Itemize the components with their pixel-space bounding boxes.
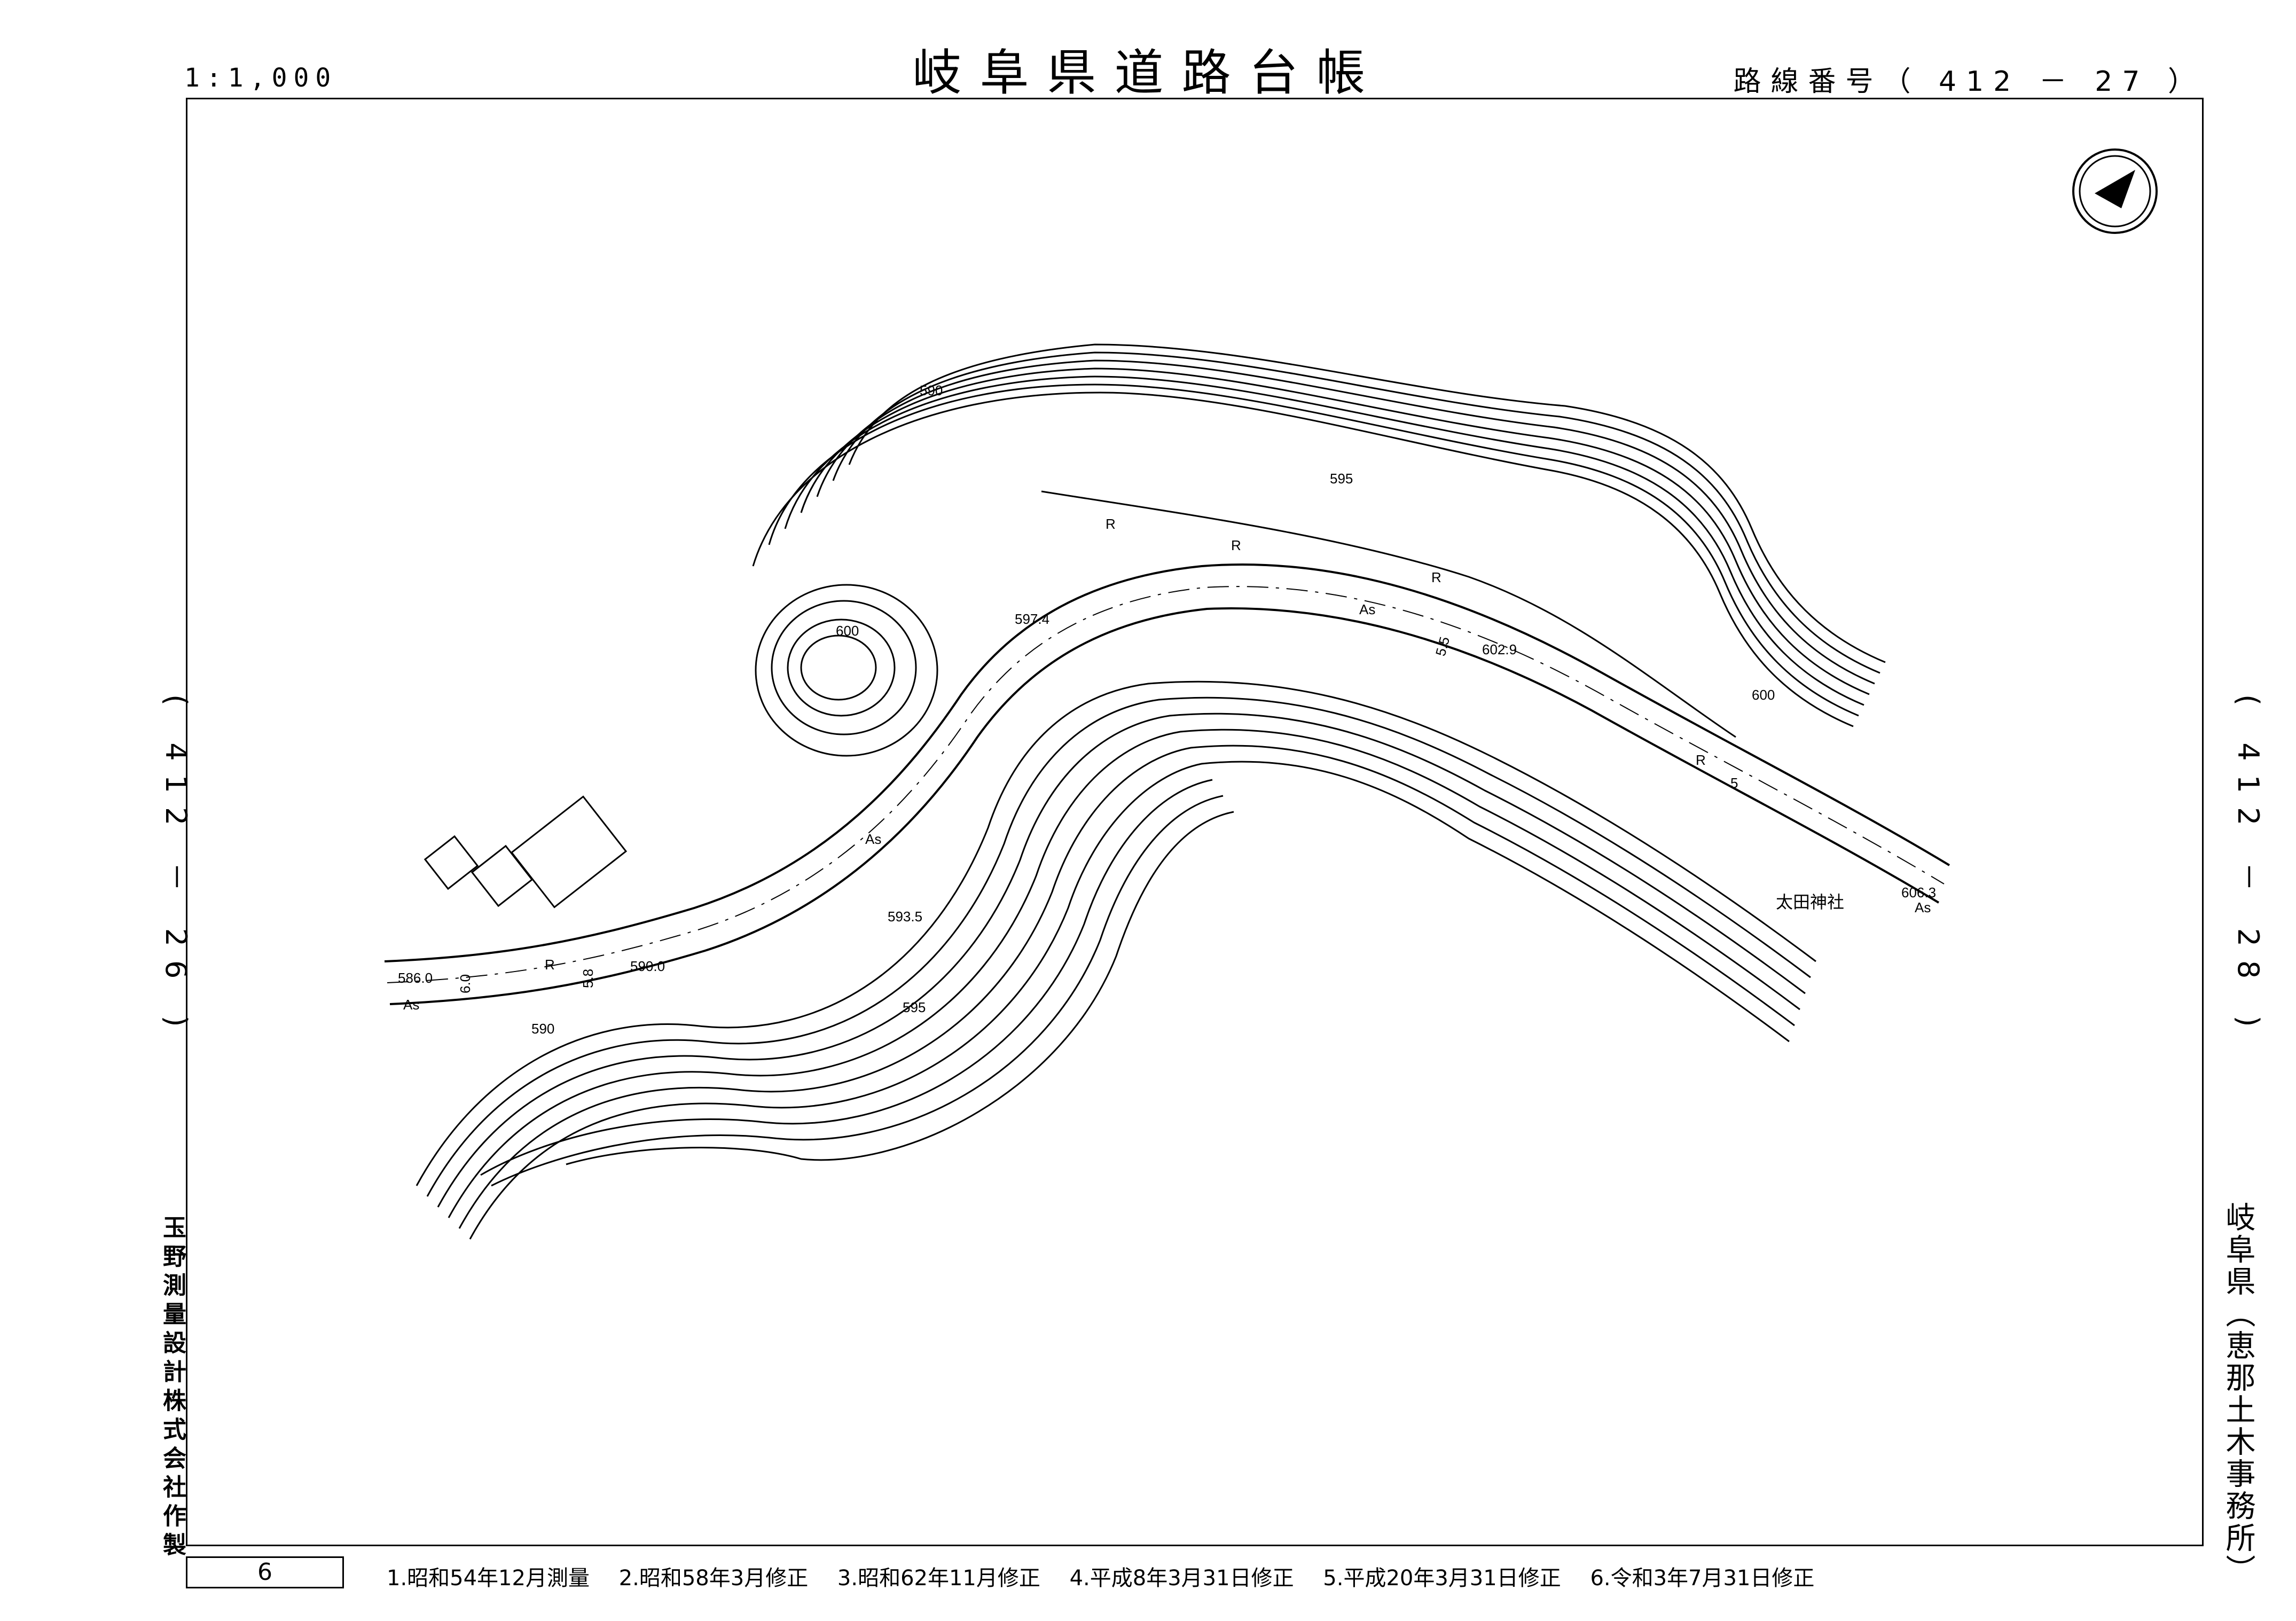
- page-title: 岐阜県道路台帳: [912, 44, 1384, 101]
- route-number: 路線番号（ 412 － 27 ）: [1733, 66, 2205, 98]
- width-label: 5: [1730, 775, 1738, 791]
- surface-label: As: [865, 831, 881, 847]
- adjacent-route-left: ( 412 － 26 ): [159, 694, 193, 1041]
- shrine-label: 太田神社: [1776, 892, 1844, 912]
- north-arrow-icon: [2072, 148, 2158, 234]
- surface-label: As: [1359, 601, 1375, 617]
- maker-label: 玉野測量設計株式会社作製: [159, 1215, 186, 1561]
- sheet-number: 6: [186, 1556, 344, 1588]
- buildings: [424, 795, 628, 909]
- history-item: 2.昭和58年3月修正: [618, 1566, 809, 1591]
- width-label: 5.8: [580, 969, 596, 988]
- revision-history: 1.昭和54年12月測量 2.昭和58年3月修正 3.昭和62年11月修正 4.…: [387, 1561, 1837, 1592]
- history-item: 6.令和3年7月31日修正: [1590, 1566, 1815, 1591]
- map-frame: [186, 98, 2204, 1546]
- elevation-label: 586.0: [398, 970, 433, 986]
- contour-lines: [416, 343, 1886, 1240]
- elevation-label: 602.9: [1482, 641, 1517, 657]
- width-label: 6.0: [457, 974, 473, 993]
- curb-label: R: [1696, 752, 1706, 768]
- scale-label: 1:1,000: [184, 63, 338, 93]
- contour-label: 590: [531, 1021, 554, 1037]
- contour-label: 600: [1752, 687, 1775, 703]
- curb-label: R: [1431, 569, 1441, 585]
- surface-label: As: [403, 997, 419, 1013]
- adjacent-route-right: ( 412 － 28 ): [2231, 694, 2265, 1041]
- history-item: 3.昭和62年11月修正: [837, 1566, 1040, 1591]
- elevation-label: 590.0: [630, 958, 665, 974]
- contour-label: 590: [920, 382, 943, 398]
- road-lines: [384, 490, 1950, 1005]
- curb-label: R: [1231, 537, 1241, 553]
- elevation-label: 593.5: [888, 909, 922, 925]
- surface-label: As: [1915, 899, 1931, 915]
- contour-label: 600: [836, 623, 859, 639]
- elevation-label: 597.4: [1015, 611, 1049, 627]
- office-label: 岐阜県（恵那土木事務所）: [2221, 1202, 2255, 1586]
- curb-label: R: [545, 957, 555, 973]
- history-item: 1.昭和54年12月測量: [387, 1566, 590, 1591]
- curb-label: R: [1106, 516, 1116, 532]
- elevation-label: 606.3: [1901, 884, 1936, 900]
- history-item: 4.平成8年3月31日修正: [1069, 1566, 1294, 1591]
- contour-label: 595: [1330, 471, 1353, 487]
- contour-label: 595: [903, 999, 926, 1015]
- history-item: 5.平成20年3月31日修正: [1323, 1566, 1561, 1591]
